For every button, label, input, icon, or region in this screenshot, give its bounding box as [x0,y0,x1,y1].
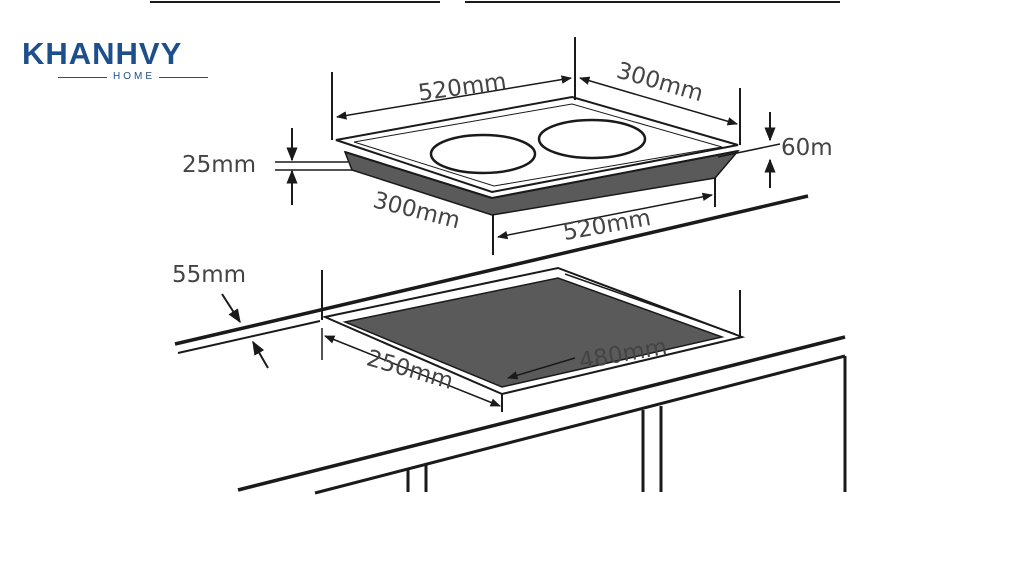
brand-line-left [58,76,107,78]
dim-top-depth: 300mm [614,58,706,107]
counter-thickness-guides [221,293,269,369]
brand-name: KHANHVY [22,36,183,71]
dim-counter-thickness: 55mm [172,262,246,288]
dim-top-width: 520mm [417,69,508,107]
brand-logo: KHANHVY HOME [22,38,240,82]
burner-left [429,133,537,175]
brand-line-right [159,76,208,78]
right-height-guides [717,112,781,188]
brand-sub: HOME [113,71,155,82]
front-dimension-guides [492,178,716,255]
brand-sub-row: HOME [22,72,208,82]
burner-right [537,118,647,160]
top-dimension-guides [331,37,741,145]
left-thickness-guides [275,128,352,205]
cutout-dimension-guides [321,270,741,412]
dim-height-right: 60m [781,135,833,161]
countertop [174,194,847,495]
dim-glass-thickness: 25mm [182,152,256,178]
dim-front-width: 520mm [561,205,653,246]
